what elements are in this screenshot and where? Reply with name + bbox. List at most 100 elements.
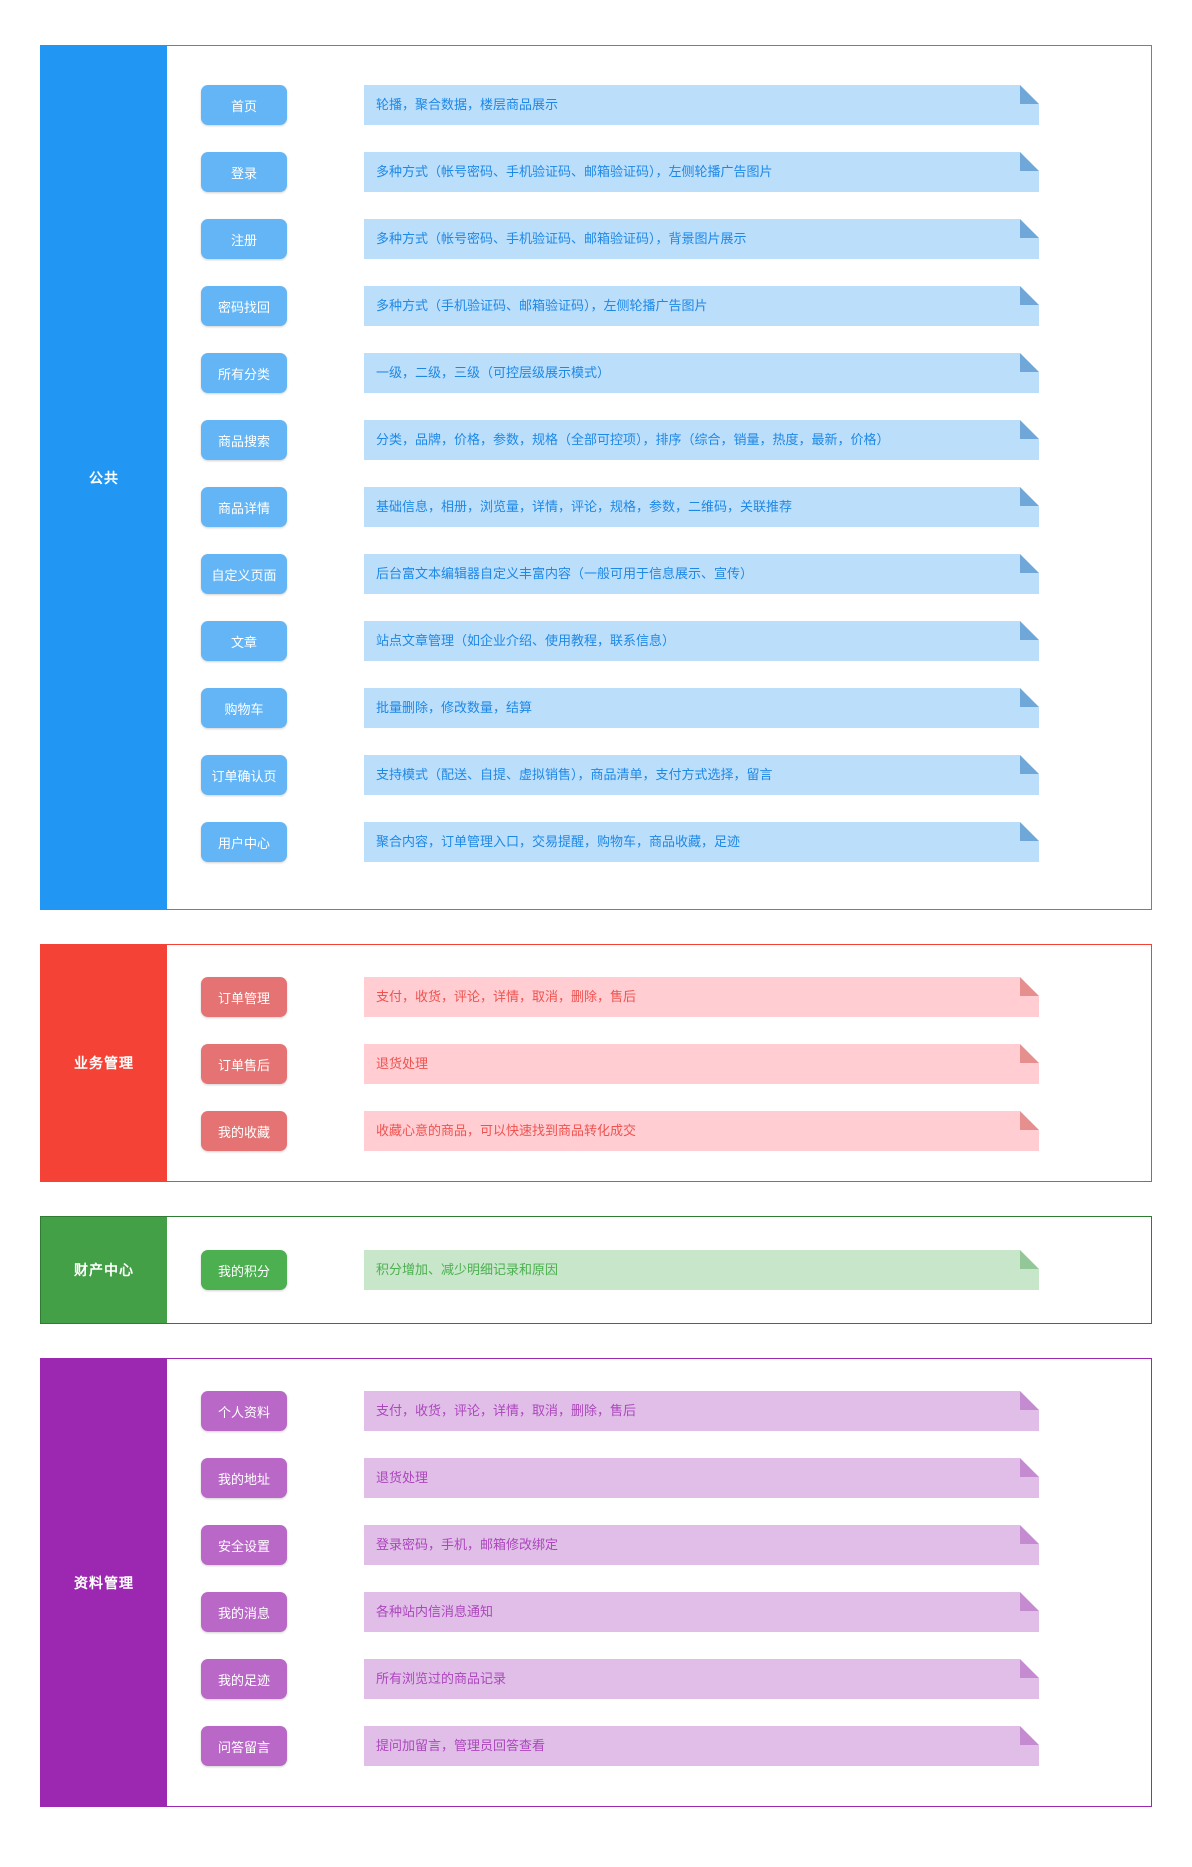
feature-note: 多种方式（帐号密码、手机验证码、邮箱验证码），背景图片展示 — [364, 219, 1039, 259]
feature-row: 注册 多种方式（帐号密码、手机验证码、邮箱验证码），背景图片展示 — [201, 219, 1151, 259]
note-fold-corner-icon — [1020, 1659, 1039, 1678]
feature-button-my-favorites[interactable]: 我的收藏 — [201, 1111, 287, 1151]
section-property: 财产中心 我的积分 积分增加、减少明细记录和原因 — [40, 1216, 1152, 1324]
feature-row: 自定义页面 后台富文本编辑器自定义丰富内容（一般可用于信息展示、宣传） — [201, 554, 1151, 594]
feature-note-text: 后台富文本编辑器自定义丰富内容（一般可用于信息展示、宣传） — [376, 566, 754, 581]
feature-note: 基础信息，相册，浏览量，详情，评论，规格，参数，二维码，关联推荐 — [364, 487, 1039, 527]
feature-note-text: 各种站内信消息通知 — [376, 1604, 494, 1619]
note-fold-corner-icon — [1020, 1525, 1039, 1544]
feature-row: 订单售后 退货处理 — [201, 1044, 1151, 1084]
feature-note: 退货处理 — [364, 1044, 1039, 1084]
feature-button-articles[interactable]: 文章 — [201, 621, 287, 661]
feature-button-custom-page[interactable]: 自定义页面 — [201, 554, 287, 594]
note-fold-corner-icon — [1020, 152, 1039, 171]
feature-row: 登录 多种方式（帐号密码、手机验证码、邮箱验证码），左侧轮播广告图片 — [201, 152, 1151, 192]
feature-row: 商品详情 基础信息，相册，浏览量，详情，评论，规格，参数，二维码，关联推荐 — [201, 487, 1151, 527]
feature-button-my-address[interactable]: 我的地址 — [201, 1458, 287, 1498]
feature-note-text: 多种方式（帐号密码、手机验证码、邮箱验证码），左侧轮播广告图片 — [376, 164, 773, 179]
feature-row: 密码找回 多种方式（手机验证码、邮箱验证码），左侧轮播广告图片 — [201, 286, 1151, 326]
feature-note: 多种方式（手机验证码、邮箱验证码），左侧轮播广告图片 — [364, 286, 1039, 326]
feature-note: 退货处理 — [364, 1458, 1039, 1498]
section-label: 业务管理 — [74, 1055, 134, 1071]
feature-note: 批量删除，修改数量，结算 — [364, 688, 1039, 728]
note-fold-corner-icon — [1020, 822, 1039, 841]
feature-button-order-management[interactable]: 订单管理 — [201, 977, 287, 1017]
feature-note-text: 支持模式（配送、自提、虚拟销售），商品清单，支付方式选择，留言 — [376, 767, 773, 782]
section-business: 业务管理 订单管理 支付，收货，评论，详情，取消，删除，售后 订单售后 退货处理… — [40, 944, 1152, 1182]
feature-note: 登录密码，手机，邮箱修改绑定 — [364, 1525, 1039, 1565]
feature-button-personal-info[interactable]: 个人资料 — [201, 1391, 287, 1431]
feature-button-security-settings[interactable]: 安全设置 — [201, 1525, 287, 1565]
feature-structure-diagram: 公共 首页 轮播，聚合数据，楼层商品展示 登录 多种方式（帐号密码、手机验证码、… — [40, 45, 1152, 1807]
note-fold-corner-icon — [1020, 85, 1039, 104]
feature-note: 站点文章管理（如企业介绍、使用教程，联系信息） — [364, 621, 1039, 661]
feature-row: 我的消息 各种站内信消息通知 — [201, 1592, 1151, 1632]
feature-button-home[interactable]: 首页 — [201, 85, 287, 125]
note-fold-corner-icon — [1020, 1458, 1039, 1477]
note-fold-corner-icon — [1020, 353, 1039, 372]
feature-row: 购物车 批量删除，修改数量，结算 — [201, 688, 1151, 728]
feature-note-text: 退货处理 — [376, 1470, 429, 1485]
feature-note-text: 积分增加、减少明细记录和原因 — [376, 1262, 559, 1277]
note-fold-corner-icon — [1020, 688, 1039, 707]
feature-button-register[interactable]: 注册 — [201, 219, 287, 259]
feature-note-text: 批量删除，修改数量，结算 — [376, 700, 533, 715]
feature-button-my-messages[interactable]: 我的消息 — [201, 1592, 287, 1632]
feature-note: 聚合内容，订单管理入口，交易提醒，购物车，商品收藏，足迹 — [364, 822, 1039, 862]
feature-note-text: 退货处理 — [376, 1056, 429, 1071]
feature-row: 我的积分 积分增加、减少明细记录和原因 — [201, 1250, 1151, 1290]
feature-note: 支付，收货，评论，详情，取消，删除，售后 — [364, 977, 1039, 1017]
feature-button-cart[interactable]: 购物车 — [201, 688, 287, 728]
feature-row: 所有分类 一级，二级，三级（可控层级展示模式） — [201, 353, 1151, 393]
section-public-content: 首页 轮播，聚合数据，楼层商品展示 登录 多种方式（帐号密码、手机验证码、邮箱验… — [167, 46, 1151, 909]
note-fold-corner-icon — [1020, 286, 1039, 305]
note-fold-corner-icon — [1020, 420, 1039, 439]
feature-button-product-search[interactable]: 商品搜索 — [201, 420, 287, 460]
feature-button-all-categories[interactable]: 所有分类 — [201, 353, 287, 393]
feature-button-order-aftersale[interactable]: 订单售后 — [201, 1044, 287, 1084]
section-public: 公共 首页 轮播，聚合数据，楼层商品展示 登录 多种方式（帐号密码、手机验证码、… — [40, 45, 1152, 910]
feature-note: 各种站内信消息通知 — [364, 1592, 1039, 1632]
feature-note-text: 多种方式（帐号密码、手机验证码、邮箱验证码），背景图片展示 — [376, 231, 747, 246]
note-fold-corner-icon — [1020, 487, 1039, 506]
feature-note: 轮播，聚合数据，楼层商品展示 — [364, 85, 1039, 125]
feature-button-my-points[interactable]: 我的积分 — [201, 1250, 287, 1290]
feature-note-text: 多种方式（手机验证码、邮箱验证码），左侧轮播广告图片 — [376, 298, 708, 313]
feature-note: 积分增加、减少明细记录和原因 — [364, 1250, 1039, 1290]
feature-row: 我的收藏 收藏心意的商品，可以快速找到商品转化成交 — [201, 1111, 1151, 1151]
feature-note-text: 分类，品牌，价格，参数，规格（全部可控项），排序（综合，销量，热度，最新，价格） — [376, 432, 890, 447]
feature-note-text: 所有浏览过的商品记录 — [376, 1671, 507, 1686]
feature-note-text: 支付，收货，评论，详情，取消，删除，售后 — [376, 989, 637, 1004]
feature-button-order-confirm[interactable]: 订单确认页 — [201, 755, 287, 795]
section-business-content: 订单管理 支付，收货，评论，详情，取消，删除，售后 订单售后 退货处理 我的收藏… — [167, 945, 1151, 1181]
feature-note-text: 基础信息，相册，浏览量，详情，评论，规格，参数，二维码，关联推荐 — [376, 499, 793, 514]
note-fold-corner-icon — [1020, 1044, 1039, 1063]
feature-button-qa-messages[interactable]: 问答留言 — [201, 1726, 287, 1766]
feature-note-text: 登录密码，手机，邮箱修改绑定 — [376, 1537, 559, 1552]
feature-note-text: 提问加留言，管理员回答查看 — [376, 1738, 546, 1753]
feature-button-login[interactable]: 登录 — [201, 152, 287, 192]
feature-row: 我的地址 退货处理 — [201, 1458, 1151, 1498]
section-label: 公共 — [89, 469, 119, 486]
feature-row: 文章 站点文章管理（如企业介绍、使用教程，联系信息） — [201, 621, 1151, 661]
section-public-sidebar: 公共 — [41, 46, 167, 909]
note-fold-corner-icon — [1020, 554, 1039, 573]
feature-row: 我的足迹 所有浏览过的商品记录 — [201, 1659, 1151, 1699]
section-property-content: 我的积分 积分增加、减少明细记录和原因 — [167, 1217, 1151, 1323]
section-property-sidebar: 财产中心 — [41, 1217, 167, 1323]
feature-note: 分类，品牌，价格，参数，规格（全部可控项），排序（综合，销量，热度，最新，价格） — [364, 420, 1039, 460]
feature-note: 多种方式（帐号密码、手机验证码、邮箱验证码），左侧轮播广告图片 — [364, 152, 1039, 192]
note-fold-corner-icon — [1020, 1592, 1039, 1611]
note-fold-corner-icon — [1020, 1391, 1039, 1410]
note-fold-corner-icon — [1020, 621, 1039, 640]
feature-row: 订单管理 支付，收货，评论，详情，取消，删除，售后 — [201, 977, 1151, 1017]
feature-button-my-footprints[interactable]: 我的足迹 — [201, 1659, 287, 1699]
feature-button-password-recovery[interactable]: 密码找回 — [201, 286, 287, 326]
section-profile: 资料管理 个人资料 支付，收货，评论，详情，取消，删除，售后 我的地址 退货处理… — [40, 1358, 1152, 1807]
feature-note: 一级，二级，三级（可控层级展示模式） — [364, 353, 1039, 393]
feature-button-user-center[interactable]: 用户中心 — [201, 822, 287, 862]
note-fold-corner-icon — [1020, 1726, 1039, 1745]
feature-button-product-detail[interactable]: 商品详情 — [201, 487, 287, 527]
feature-note: 支付，收货，评论，详情，取消，删除，售后 — [364, 1391, 1039, 1431]
feature-note: 支持模式（配送、自提、虚拟销售），商品清单，支付方式选择，留言 — [364, 755, 1039, 795]
